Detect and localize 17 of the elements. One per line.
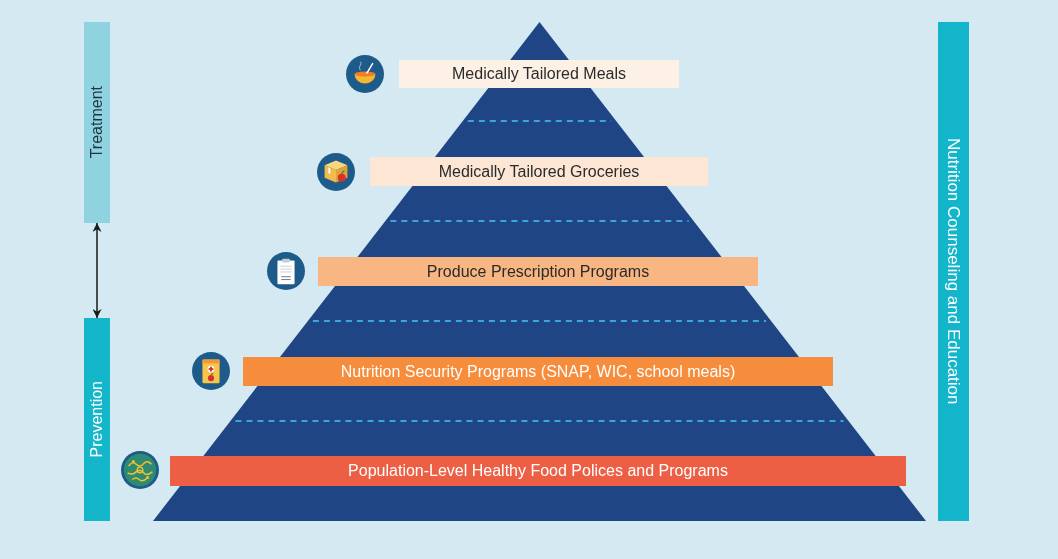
tier-band (370, 157, 708, 186)
double-arrow (92, 222, 102, 319)
tier-label: Medically Tailored Meals (452, 66, 626, 82)
tier-label: Nutrition Security Programs (SNAP, WIC, school meals) (340, 363, 736, 380)
tier-label: Medically Tailored Groceries (438, 163, 640, 180)
tier-band (399, 60, 679, 88)
bar-label: Prevention (89, 381, 105, 458)
tier-band (318, 257, 758, 286)
tier-label: Population-Level Healthy Food Polices and Programs (348, 463, 728, 479)
tier-band (170, 456, 906, 486)
tier-label: Produce Prescription Programs (426, 263, 650, 280)
tier-band (243, 357, 833, 386)
category-bar (84, 22, 110, 223)
category-bar (84, 318, 110, 521)
category-bar (938, 22, 969, 521)
bar-label: Nutrition Counseling and Education (945, 138, 962, 405)
bar-label: Treatment (89, 86, 105, 159)
